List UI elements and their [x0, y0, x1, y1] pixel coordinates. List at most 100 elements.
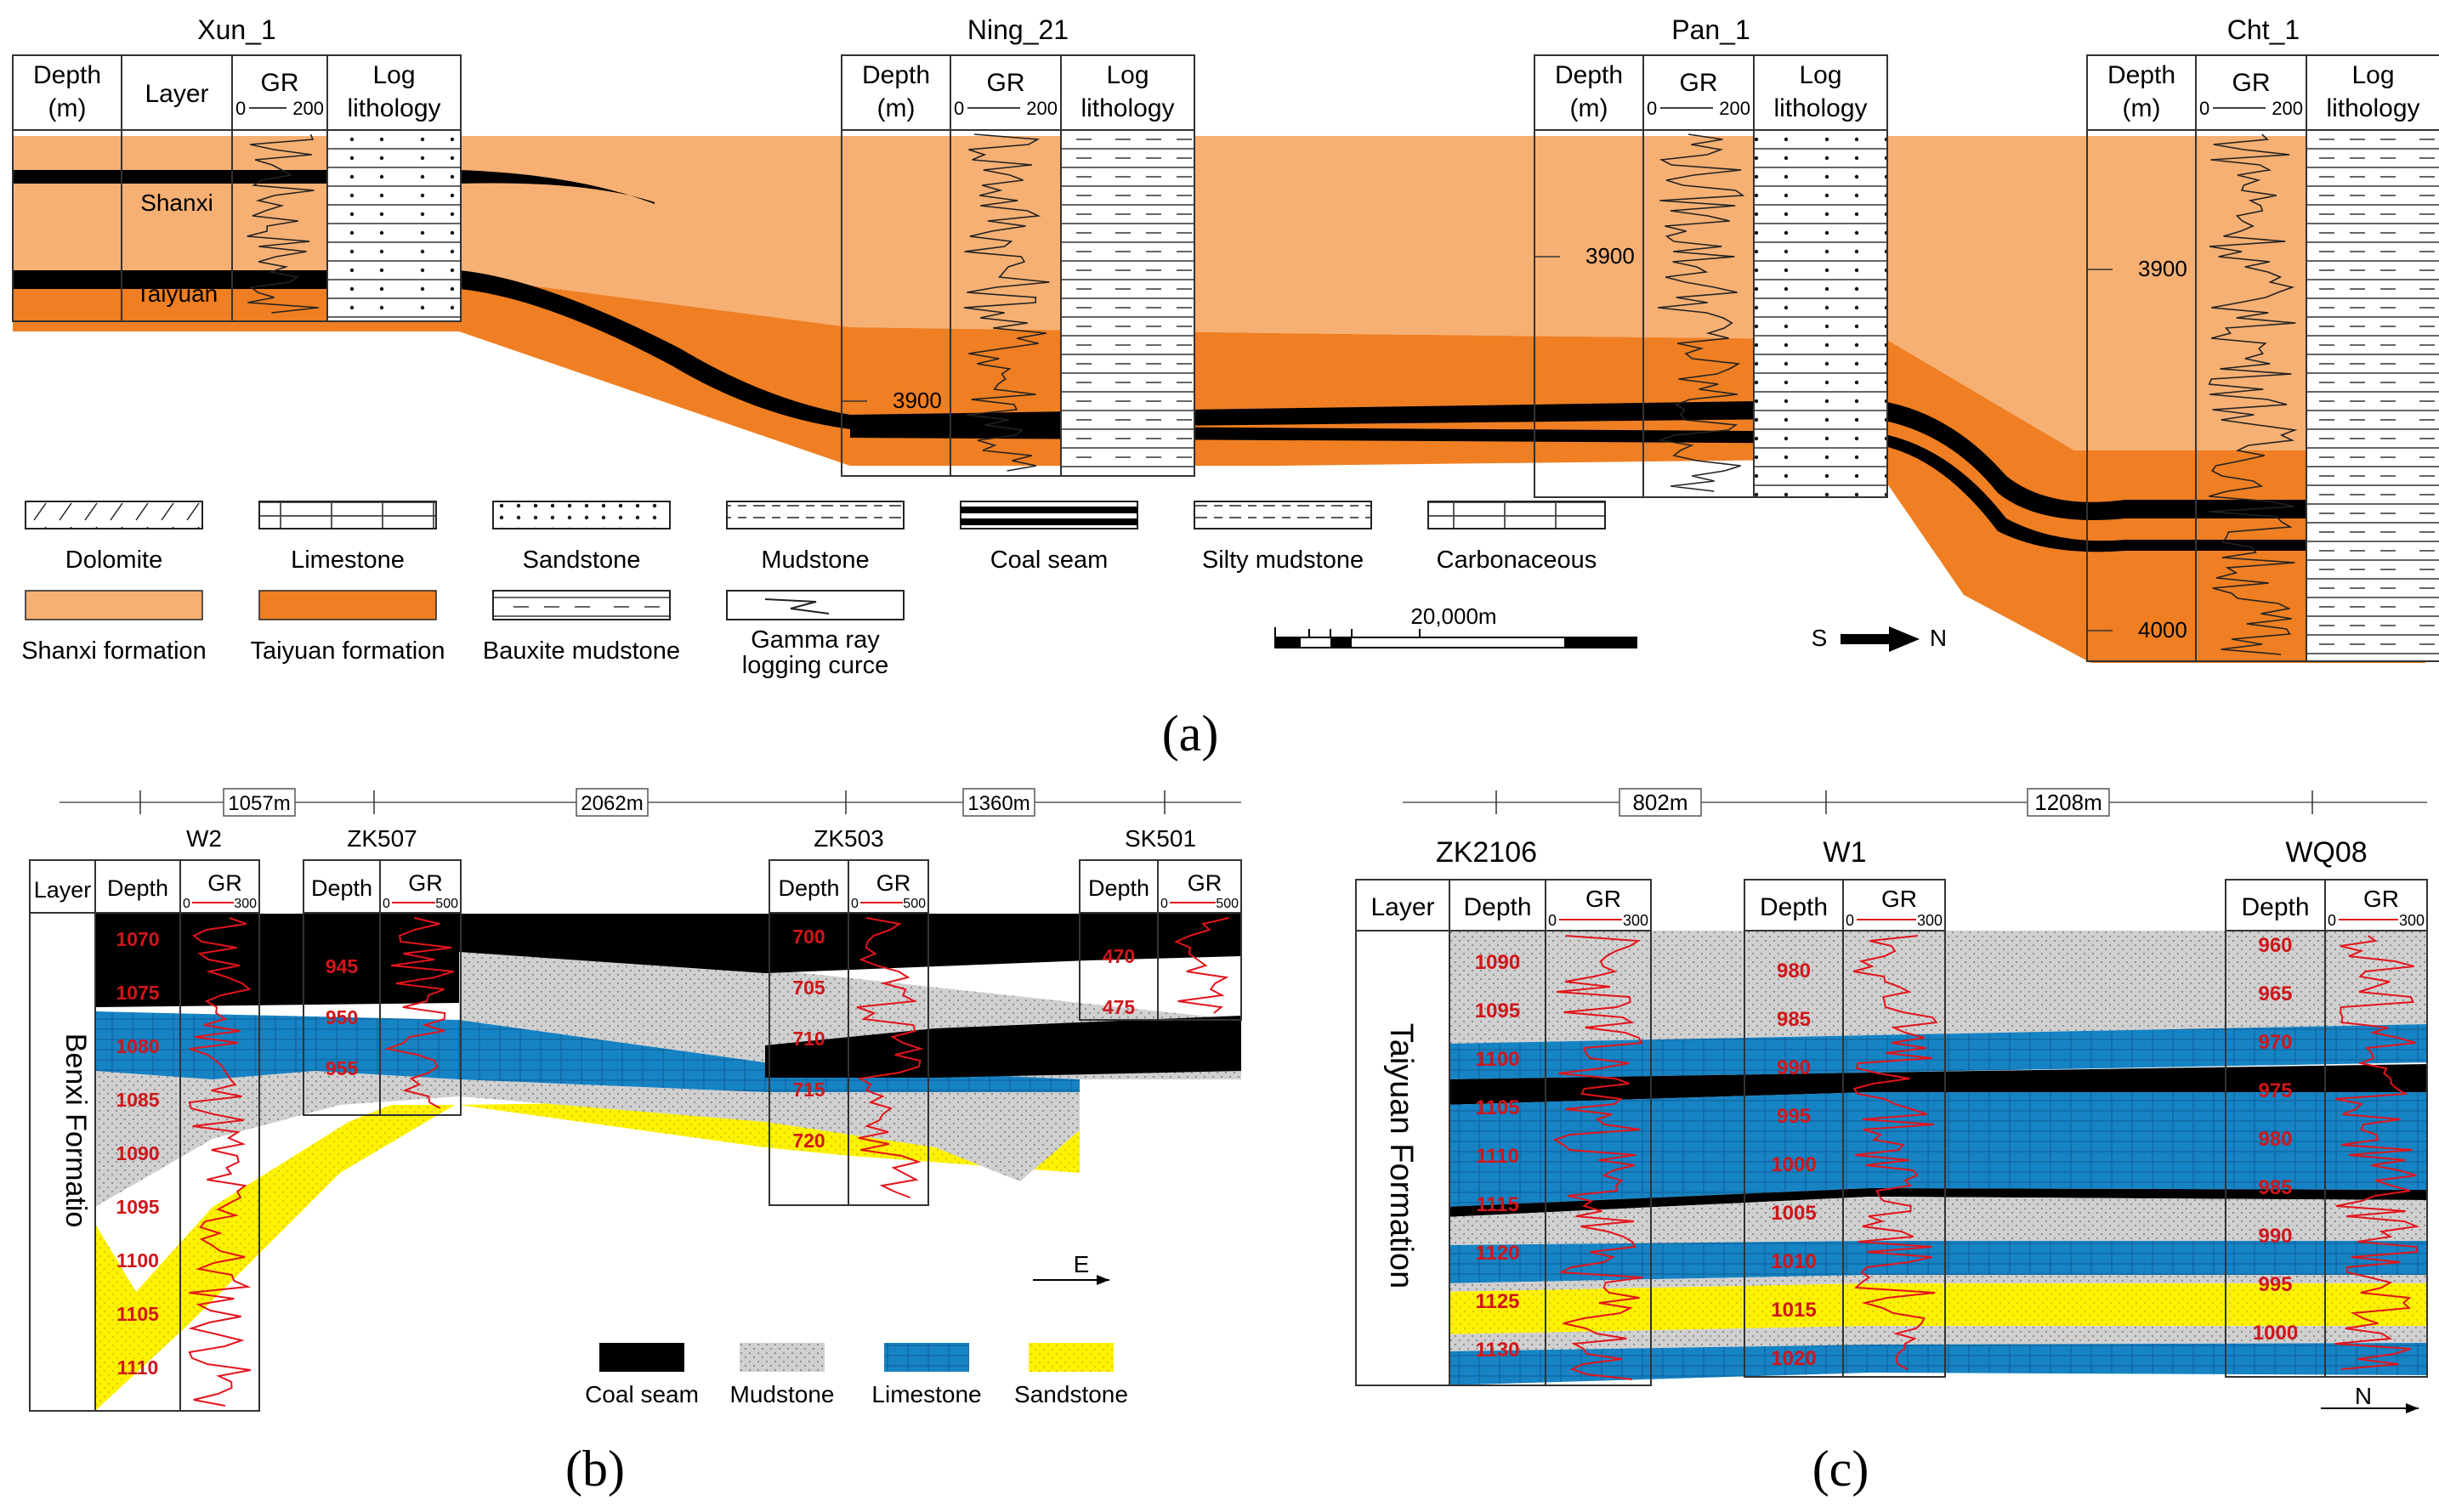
depth-label: 1010 — [1771, 1250, 1816, 1273]
depth-label: 980 — [2258, 1128, 2292, 1151]
gr-curve — [1657, 133, 1745, 492]
well-frame — [1079, 859, 1242, 1021]
legend-label-taiyuan-formation: Taiyuan formation — [251, 637, 445, 665]
depth-label: 715 — [792, 1079, 825, 1101]
header-gr-max: 200 — [1719, 98, 1750, 119]
depth-label: 720 — [792, 1130, 825, 1152]
depth-label: 705 — [792, 977, 825, 999]
well-frame — [2086, 54, 2439, 662]
header-gr-min: 0 — [183, 897, 190, 911]
depth-label: 1085 — [116, 1089, 159, 1111]
direction-arrow-n: N — [2321, 1383, 2419, 1413]
distance-label: 1360m — [967, 792, 1029, 815]
b-legend-swatch-coal — [599, 1343, 684, 1372]
depth-label: 475 — [1103, 996, 1136, 1018]
well-header-bg — [30, 860, 259, 913]
header-gr-max: 500 — [903, 897, 926, 911]
legend-swatch-taiyuan-formation — [258, 590, 437, 620]
well-frame — [841, 54, 1195, 477]
well-header-bg — [303, 860, 461, 913]
header-depth: Depth — [1555, 61, 1623, 89]
coal-seam-main — [13, 270, 2425, 520]
depth-label: 995 — [2258, 1273, 2292, 1296]
well-header-bg — [842, 55, 1194, 130]
panel-b-label: (b) — [565, 1441, 625, 1497]
depth-label-3900: 3900 — [1585, 243, 1635, 269]
coal-seam-lower — [850, 425, 2425, 552]
well-name: Cht_1 — [2227, 14, 2300, 45]
well-header-bg — [2226, 880, 2427, 931]
depth-label: 1105 — [1475, 1096, 1519, 1119]
header-gr: GR — [1188, 870, 1222, 896]
direction-south: S — [1812, 625, 1828, 651]
header-gr-min: 0 — [2199, 98, 2209, 119]
distance-label: 1208m — [2034, 790, 2102, 815]
depth-label: 1120 — [1475, 1242, 1519, 1265]
header-depth: Depth — [107, 875, 168, 901]
header-gr-min: 0 — [954, 98, 964, 119]
log-lithology-column — [1061, 130, 1194, 476]
legend-label-mudstone: Mudstone — [761, 546, 869, 574]
well-name: W2 — [186, 825, 222, 852]
b-coal-seam-upper — [95, 914, 1241, 1007]
direction-east: E — [1074, 1251, 1090, 1277]
header-layer: Layer — [145, 80, 208, 108]
depth-label: 985 — [1777, 1008, 1811, 1031]
direction-north: N — [1930, 625, 1947, 651]
depth-label-3900: 3900 — [893, 388, 942, 413]
header-gr-min: 0 — [383, 897, 390, 911]
legend-label-gamma-ray-1: Gamma ray — [751, 626, 880, 654]
header-depth: Depth — [311, 875, 372, 901]
header-gr: GR — [408, 870, 443, 896]
header-gr-min: 0 — [851, 897, 859, 911]
legend-label-bauxite-mudstone: Bauxite mudstone — [483, 637, 680, 665]
distance-box — [223, 788, 296, 817]
header-gr-max: 300 — [1623, 912, 1648, 929]
header-depth: Depth — [1760, 893, 1828, 921]
direction-north-c: N — [2355, 1383, 2372, 1409]
header-gr-max: 500 — [1216, 897, 1239, 911]
gr-curve — [963, 133, 1050, 472]
distance-box — [2027, 788, 2110, 817]
arrow-right-icon-c — [2406, 1403, 2419, 1413]
depth-label: 1000 — [1771, 1153, 1816, 1176]
c-coal-1 — [1445, 1064, 2427, 1105]
depth-label: 700 — [792, 926, 825, 948]
distance-label: 802m — [1632, 790, 1687, 815]
depth-label: 1090 — [1475, 951, 1520, 974]
depth-label: 1130 — [1475, 1339, 1519, 1362]
well-name: ZK503 — [814, 825, 884, 852]
header-log: Log — [2351, 61, 2394, 89]
legend-label-silty-mudstone: Silty mudstone — [1202, 546, 1364, 574]
c-limestone-2 — [1445, 1092, 2427, 1207]
header-depth: Depth — [2241, 893, 2309, 921]
header-depth-unit: (m) — [48, 94, 87, 122]
b-legend-label-mudstone: Mudstone — [730, 1381, 835, 1407]
gr-curve — [247, 133, 319, 314]
legend-swatch-gamma-ray — [726, 590, 905, 620]
well-header-bg — [2087, 55, 2439, 130]
depth-label: 995 — [1777, 1105, 1811, 1128]
scale-bar: 20,000m — [1274, 603, 1637, 648]
log-lithology-column — [327, 130, 461, 321]
depth-label: 980 — [1777, 960, 1811, 983]
header-depth: Depth — [33, 61, 101, 89]
coal-seam-upper — [13, 170, 655, 204]
depth-label: 710 — [792, 1028, 825, 1050]
panel-a-label: (a) — [1162, 705, 1219, 762]
header-gr-max: 500 — [435, 897, 458, 911]
legend-label-coal-seam: Coal seam — [990, 546, 1109, 574]
c-limestone-3 — [1445, 1241, 2427, 1283]
header-gr-min: 0 — [2328, 912, 2336, 929]
layer-label-shanxi: Shanxi — [140, 190, 213, 216]
header-depth: Depth — [1088, 875, 1149, 901]
header-log: Log — [1106, 61, 1149, 89]
distance-label: 2062m — [581, 792, 643, 815]
b-legend-swatch-limestone — [884, 1343, 969, 1372]
